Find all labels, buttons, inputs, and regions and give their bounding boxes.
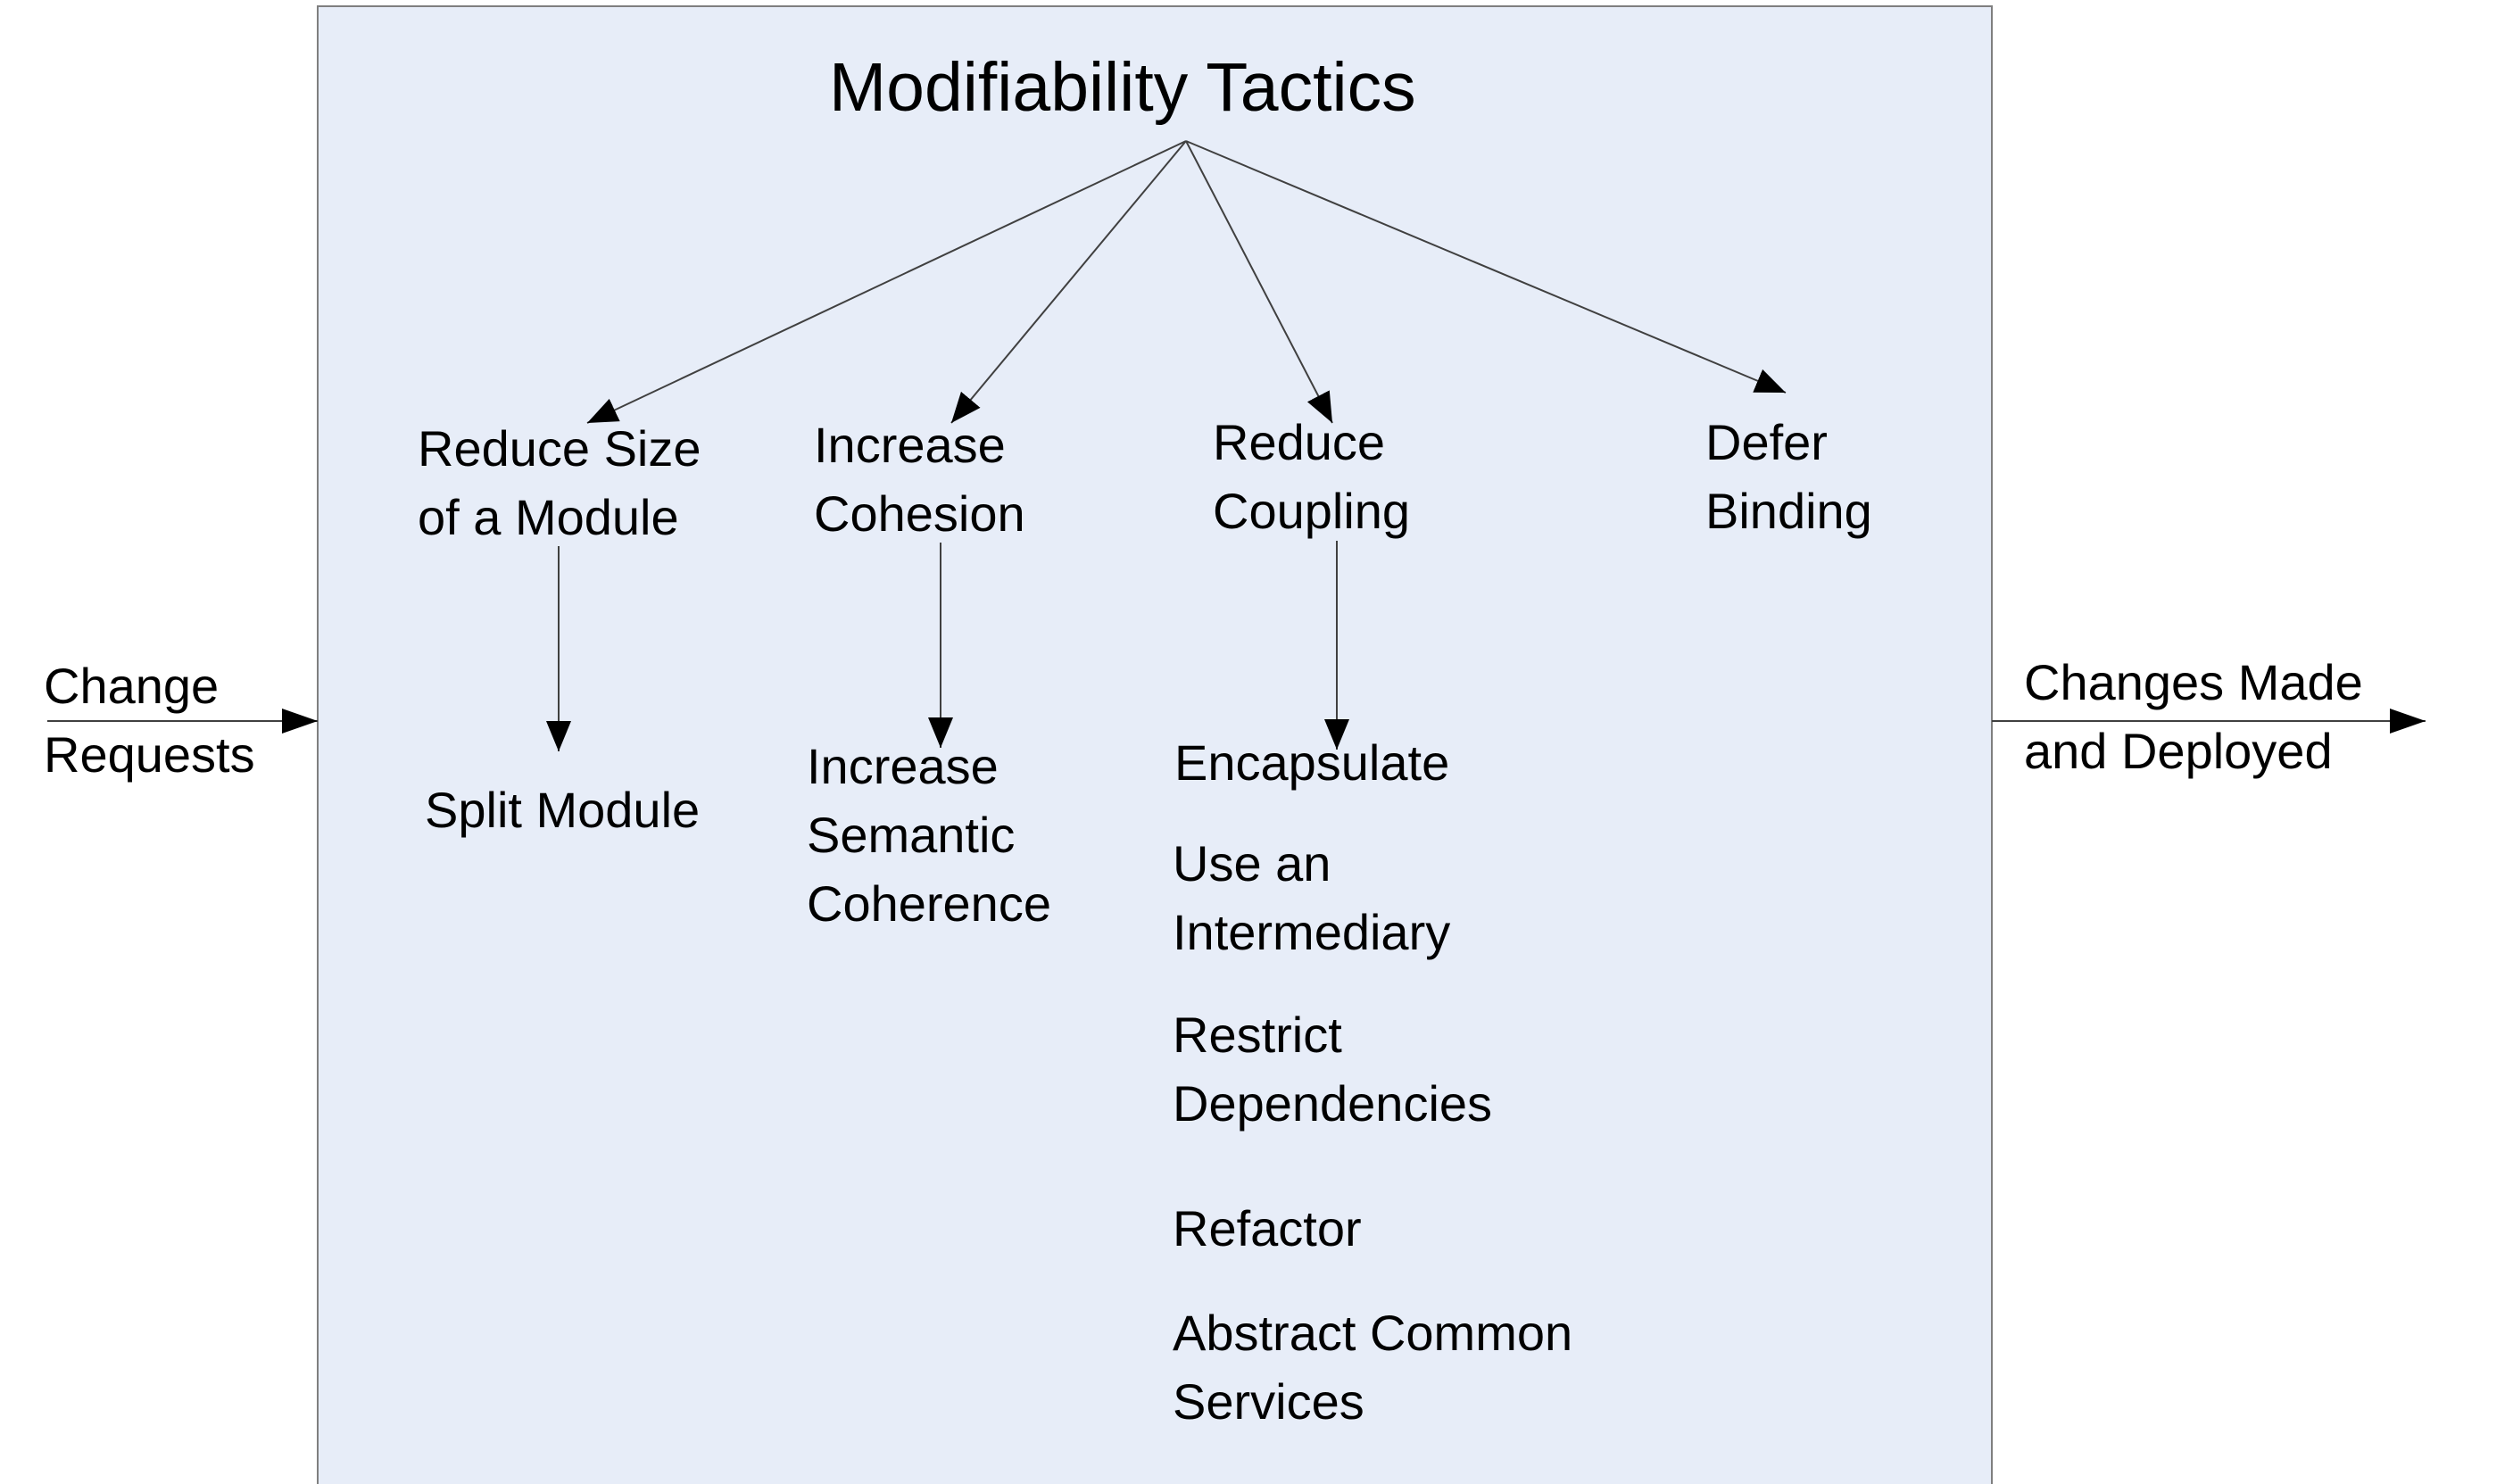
tactic-encapsulate: Encapsulate [1174, 728, 1449, 797]
arrow-title-to-defer-binding [1185, 140, 1787, 394]
category-defer-binding: Defer Binding [1705, 408, 1872, 545]
tactic-label-line: Encapsulate [1174, 734, 1450, 791]
category-increase-cohesion: Increase Cohesion [814, 410, 1025, 548]
input-label-line: Change [44, 658, 220, 714]
tactic-label-line: Coherence [807, 875, 1051, 932]
tactic-use-an-intermediary: Use an Intermediary [1173, 829, 1450, 966]
category-reduce-coupling: Reduce Coupling [1213, 408, 1410, 545]
tactic-split-module: Split Module [425, 775, 700, 844]
tactic-increase-semantic-coherence: Increase Semantic Coherence [807, 732, 1051, 938]
category-label-line: Binding [1705, 483, 1872, 539]
arrow-title-to-reduce-coupling [1185, 140, 1333, 424]
input-label-line: Requests [44, 726, 255, 783]
input-label: Change Requests [44, 651, 255, 789]
tactic-abstract-common-services: Abstract Common Services [1173, 1298, 1572, 1436]
tactics-panel [317, 5, 1993, 1484]
tactic-label-line: Increase [807, 738, 999, 794]
tactic-label-line: Split Module [425, 782, 701, 838]
tactic-label-line: Semantic [807, 807, 1016, 863]
tactic-label-line: Dependencies [1173, 1075, 1493, 1132]
tactic-refactor: Refactor [1173, 1194, 1362, 1263]
category-label-line: Defer [1705, 414, 1828, 470]
category-label-line: Coupling [1213, 483, 1411, 539]
output-label-line: and Deployed [2024, 723, 2333, 779]
tactic-label-line: Restrict [1173, 1007, 1342, 1063]
category-label-line: Reduce Size [418, 420, 701, 477]
diagram-title: Modifiability Tactics [829, 49, 1416, 126]
category-label-line: Reduce [1213, 414, 1386, 470]
tactic-label-line: Abstract Common [1173, 1305, 1573, 1361]
tactic-restrict-dependencies: Restrict Dependencies [1173, 1000, 1492, 1138]
category-label-line: Cohesion [814, 485, 1025, 542]
output-label: Changes Made and Deployed [2024, 648, 2363, 785]
output-label-line: Changes Made [2024, 654, 2363, 710]
arrow-title-to-reduce-size [586, 140, 1187, 424]
tactic-label-line: Use an [1173, 835, 1331, 891]
category-label-line: of a Module [418, 489, 679, 545]
tactic-label-line: Refactor [1173, 1200, 1362, 1256]
tactic-label-line: Services [1173, 1373, 1364, 1430]
tactic-label-line: Intermediary [1173, 904, 1451, 960]
category-reduce-size-of-a-module: Reduce Size of a Module [418, 414, 701, 551]
arrow-title-to-increase-cohesion [950, 140, 1187, 424]
category-label-line: Increase [814, 417, 1006, 473]
